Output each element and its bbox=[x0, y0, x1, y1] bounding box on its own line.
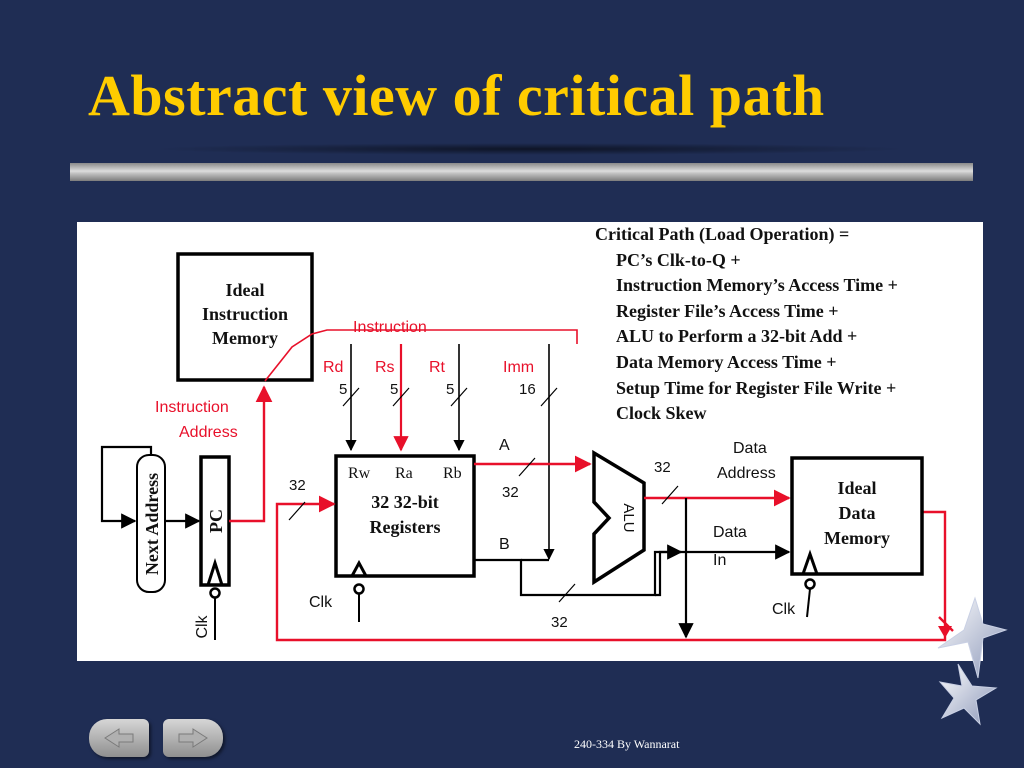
equation-term: Setup Time for Register File Write + bbox=[616, 377, 897, 398]
slide-title: Abstract view of critical path bbox=[88, 63, 825, 128]
dmem-label-1: Ideal bbox=[837, 478, 876, 498]
field-rs: Rs bbox=[375, 359, 395, 376]
bus-b-width: 32 bbox=[551, 614, 568, 631]
back-button[interactable] bbox=[89, 719, 149, 757]
width-rs: 5 bbox=[390, 381, 398, 398]
regfile-clk-label: Clk bbox=[309, 594, 333, 611]
port-rw: Rw bbox=[348, 465, 371, 482]
title-shadow bbox=[150, 143, 910, 155]
critical-path-equation: Critical Path (Load Operation) = PC’s Cl… bbox=[595, 222, 898, 427]
equation-term: Data Memory Access Time + bbox=[616, 351, 837, 372]
data-in-label-2: In bbox=[713, 552, 726, 569]
writeback-bus bbox=[275, 495, 947, 642]
width-rd: 5 bbox=[339, 381, 347, 398]
forward-arrow-icon bbox=[178, 728, 208, 748]
alu-out-width: 32 bbox=[654, 459, 671, 476]
port-ra: Ra bbox=[395, 465, 413, 482]
slide-footer: 240-334 By Wannarat bbox=[574, 737, 680, 751]
equation-term: Register File’s Access Time + bbox=[616, 300, 839, 321]
pc-clock-symbol bbox=[206, 558, 224, 586]
bus-a-width: 32 bbox=[502, 484, 519, 501]
port-rb: Rb bbox=[443, 465, 462, 482]
instruction-bus bbox=[264, 329, 578, 382]
registers-label-2: Registers bbox=[370, 517, 441, 537]
equation-term: Instruction Memory’s Access Time + bbox=[616, 275, 898, 296]
instruction-memory-block bbox=[176, 252, 314, 382]
instruction-label: Instruction bbox=[353, 319, 427, 336]
dmem-clk-label: Clk bbox=[772, 601, 796, 618]
instr-address-label-1: Instruction bbox=[155, 399, 229, 416]
data-address-label-1: Data bbox=[733, 440, 767, 457]
equation-term: PC’s Clk-to-Q + bbox=[616, 249, 741, 270]
pc-label: PC bbox=[206, 509, 226, 533]
star-icon bbox=[937, 596, 1008, 726]
bus-b-label: B bbox=[499, 536, 510, 553]
dmem-clock-symbol bbox=[801, 549, 819, 575]
pc-to-imem-wire bbox=[229, 385, 273, 523]
bus-a-label: A bbox=[499, 437, 510, 454]
data-memory-block bbox=[790, 456, 924, 576]
data-in-wire bbox=[655, 544, 791, 597]
field-rd: Rd bbox=[323, 359, 343, 376]
datapath-svg: Ideal Instruction Memory Instruction Rd … bbox=[100, 252, 954, 642]
imem-label-1: Ideal bbox=[225, 280, 264, 300]
pc-clk-label: Clk bbox=[194, 614, 211, 638]
next-address-label: Next Address bbox=[142, 473, 162, 575]
registers-label-1: 32 32-bit bbox=[371, 492, 439, 512]
alu-block bbox=[592, 449, 646, 586]
next-address-feedback bbox=[100, 445, 153, 529]
title-divider bbox=[70, 163, 973, 181]
field-rt: Rt bbox=[429, 359, 446, 376]
imem-label-2: Instruction bbox=[202, 304, 288, 324]
bus-b bbox=[474, 544, 683, 597]
data-address-label-2: Address bbox=[717, 465, 776, 482]
dmem-label-2: Data bbox=[839, 503, 876, 523]
imem-label-3: Memory bbox=[212, 328, 278, 348]
equation-term: ALU to Perform a 32-bit Add + bbox=[616, 326, 858, 347]
regfile-clock-symbol bbox=[350, 559, 368, 577]
instr-address-label-2: Address bbox=[179, 424, 238, 441]
field-imm: Imm bbox=[503, 359, 534, 376]
back-arrow-icon bbox=[104, 728, 134, 748]
register-file-block bbox=[334, 454, 476, 578]
equation-term: Clock Skew bbox=[616, 403, 707, 424]
equation-head: Critical Path (Load Operation) = bbox=[595, 224, 850, 244]
width-rt: 5 bbox=[446, 381, 454, 398]
forward-button[interactable] bbox=[163, 719, 223, 757]
critical-path-diagram: Ideal Instruction Memory Instruction Rd … bbox=[77, 222, 983, 661]
dmem-label-3: Memory bbox=[824, 528, 890, 548]
data-in-label-1: Data bbox=[713, 524, 747, 541]
width-imm: 16 bbox=[519, 381, 536, 398]
alu-label: ALU bbox=[620, 503, 637, 532]
writeback-width: 32 bbox=[289, 477, 306, 494]
